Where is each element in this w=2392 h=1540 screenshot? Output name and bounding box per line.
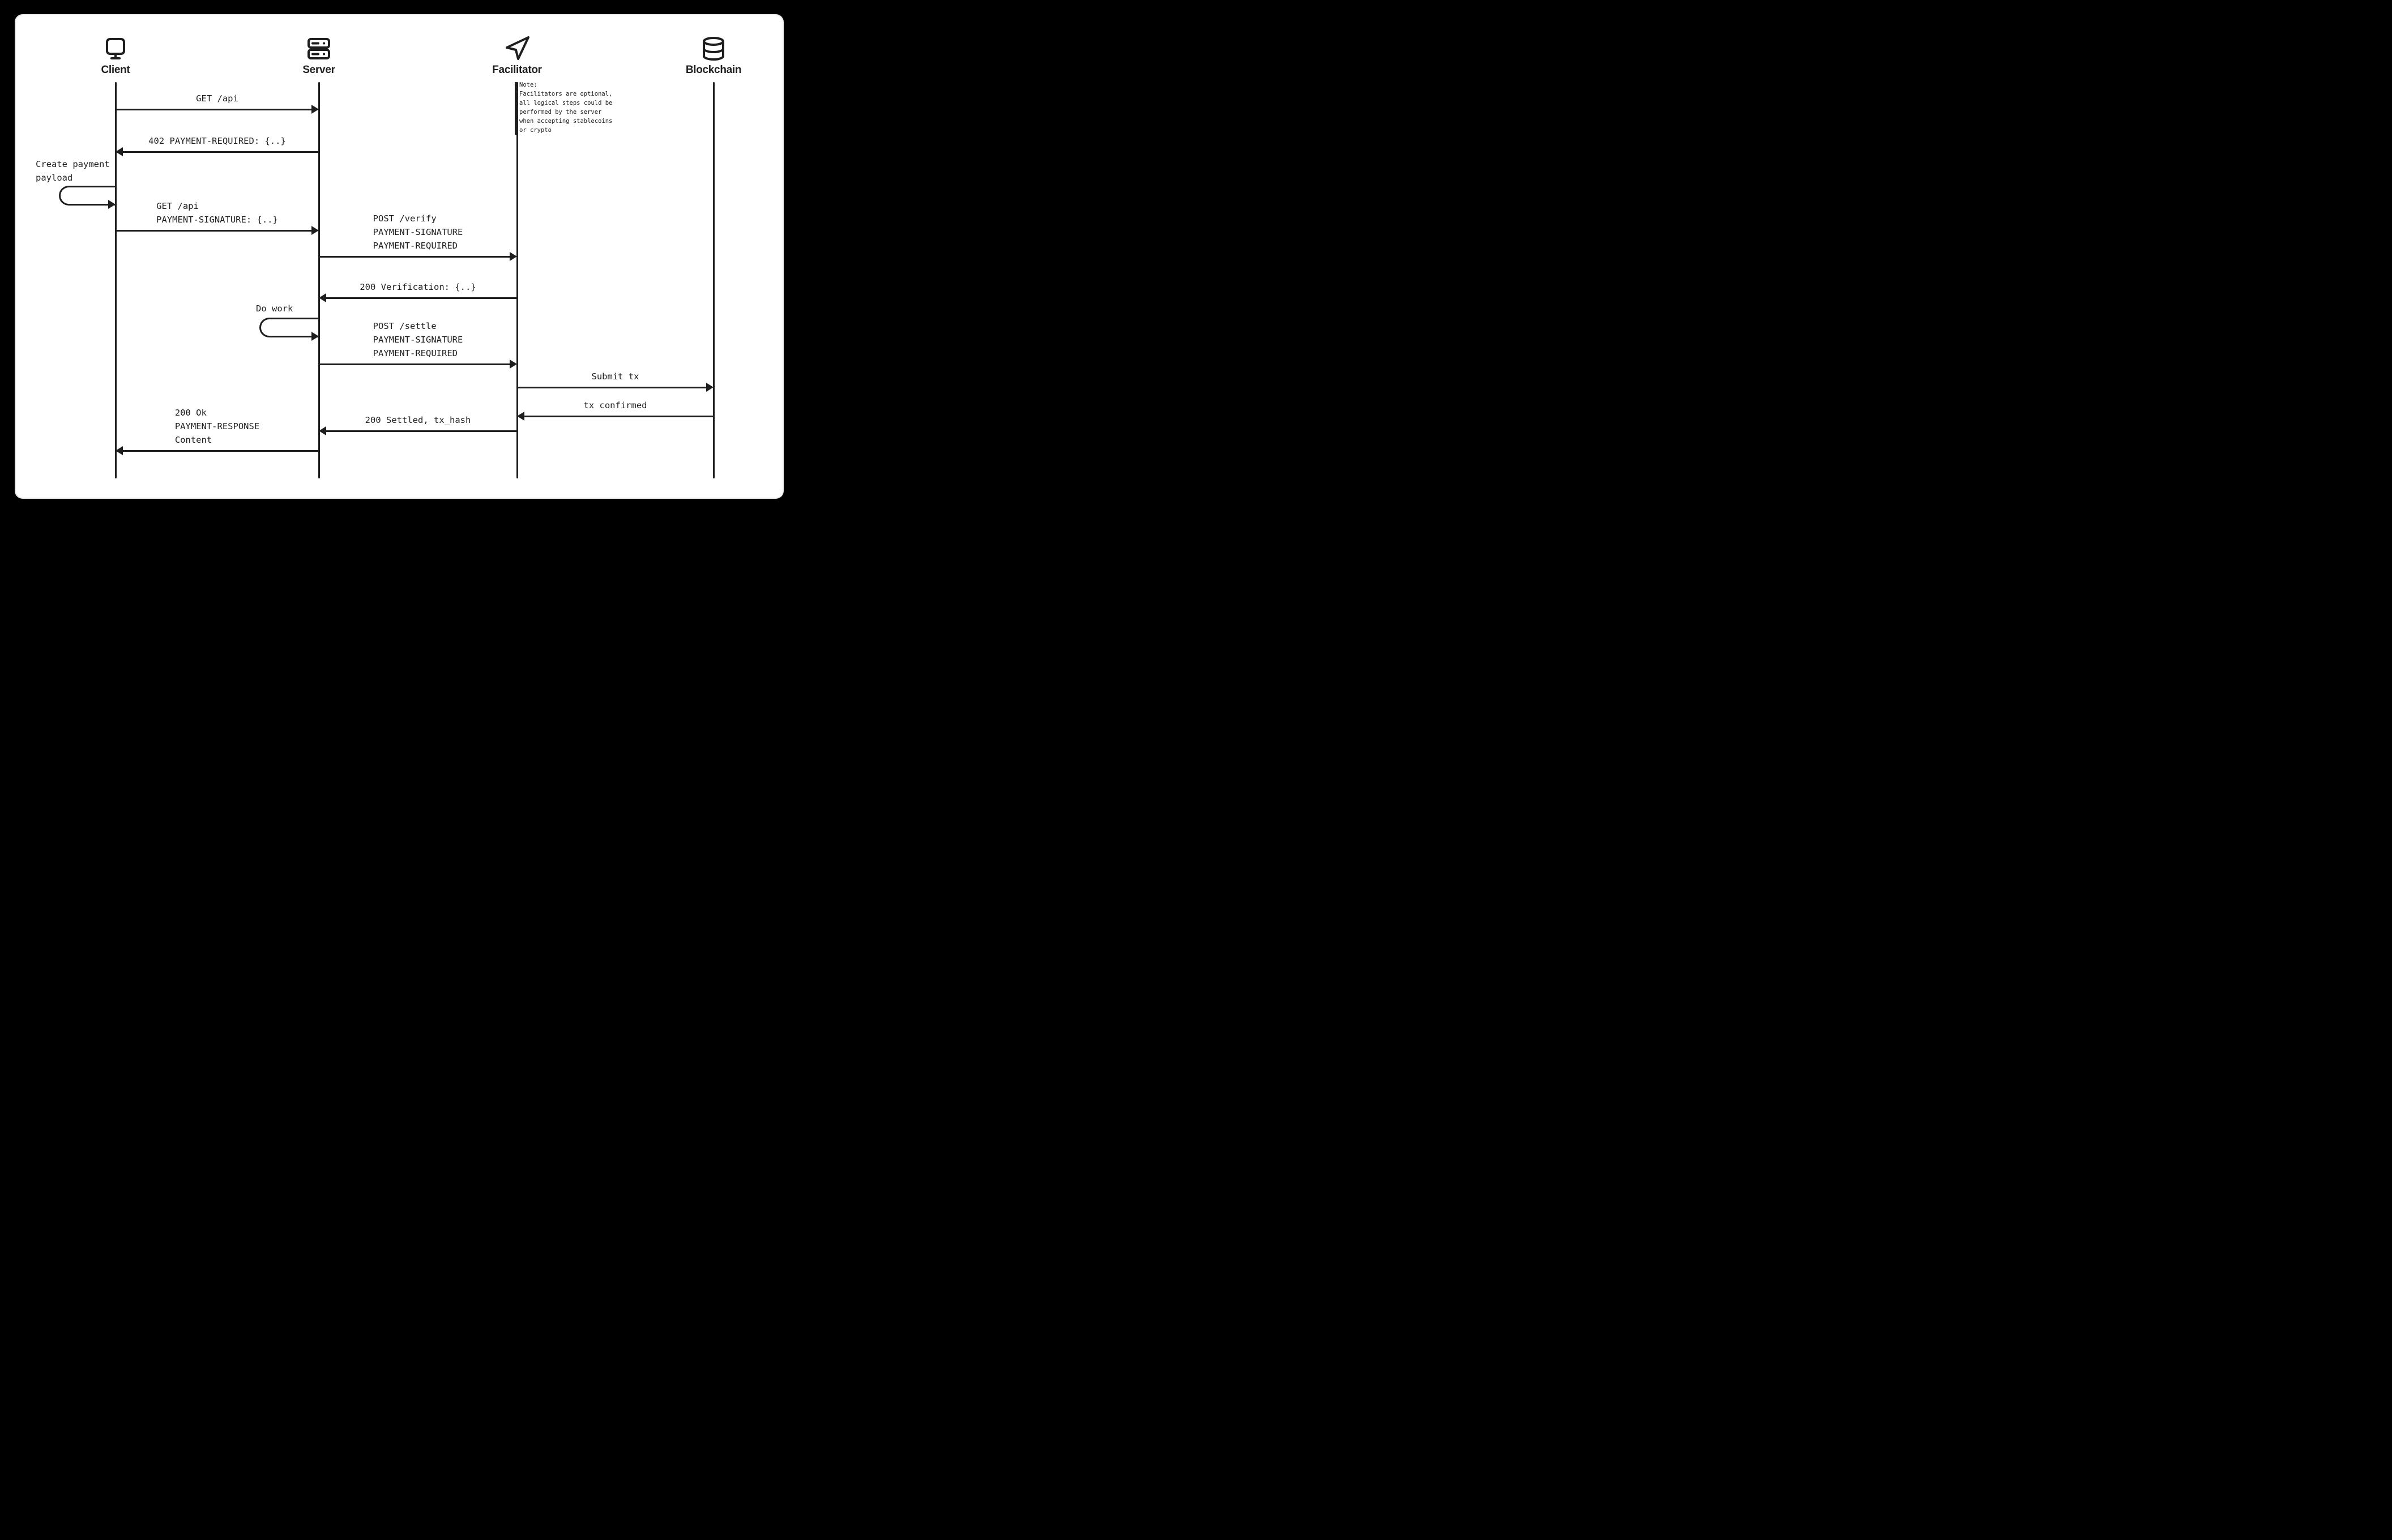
message-arrow-402-payment-required bbox=[122, 151, 319, 153]
message-label-get-api: GET /api bbox=[196, 93, 238, 104]
message-label-200-settled: 200 Settled, tx_hash bbox=[365, 415, 471, 425]
message-label-200-verification: 200 Verification: {..} bbox=[360, 282, 476, 292]
message-label-tx-confirmed: tx confirmed bbox=[583, 400, 647, 410]
note-bar bbox=[515, 82, 517, 135]
server-stack-icon bbox=[305, 35, 332, 62]
actor-label-client: Client bbox=[101, 64, 130, 76]
arrowhead-200-settled bbox=[319, 426, 326, 435]
arrowhead-402-payment-required bbox=[116, 147, 123, 156]
arrowhead-get-api bbox=[311, 105, 319, 114]
arrowhead-get-api-signed bbox=[311, 226, 319, 235]
message-label-get-api-signed: GET /api PAYMENT-SIGNATURE: {..} bbox=[156, 201, 278, 225]
self-loop-label-create-payment-payload: Create payment payload bbox=[36, 159, 110, 183]
message-arrow-post-settle bbox=[319, 363, 511, 365]
message-label-200-ok: 200 Ok PAYMENT-RESPONSE Content bbox=[174, 408, 260, 445]
self-loop-label-do-work: Do work bbox=[256, 303, 293, 314]
message-arrow-200-verification bbox=[325, 297, 517, 299]
self-loop-do-work bbox=[259, 317, 319, 337]
note-text: Note: Facilitators are optional, all log… bbox=[519, 82, 613, 134]
self-loop-arrowhead-create-payment-payload bbox=[108, 200, 116, 209]
client-lifeline bbox=[114, 82, 117, 478]
arrowhead-200-ok bbox=[116, 446, 123, 455]
actor-label-server: Server bbox=[302, 64, 335, 76]
paper-plane-icon bbox=[503, 35, 531, 62]
facilitator-lifeline bbox=[516, 82, 518, 478]
server-lifeline bbox=[318, 82, 320, 478]
self-loop-create-payment-payload bbox=[59, 185, 116, 206]
arrowhead-submit-tx bbox=[706, 383, 714, 392]
message-arrow-get-api-signed bbox=[116, 229, 313, 232]
monitor-icon bbox=[102, 35, 129, 62]
message-arrow-post-verify bbox=[319, 255, 511, 258]
message-label-post-verify: POST /verify PAYMENT-SIGNATURE PAYMENT-R… bbox=[373, 213, 463, 251]
database-icon bbox=[700, 35, 727, 62]
actor-label-facilitator: Facilitator bbox=[492, 64, 542, 76]
blockchain-lifeline bbox=[712, 82, 715, 478]
message-label-402-payment-required: 402 PAYMENT-REQUIRED: {..} bbox=[148, 136, 286, 146]
message-arrow-200-ok bbox=[122, 450, 319, 452]
arrowhead-post-settle bbox=[510, 360, 517, 369]
message-arrow-200-settled bbox=[325, 430, 517, 432]
message-arrow-tx-confirmed bbox=[523, 415, 714, 417]
arrowhead-post-verify bbox=[510, 252, 517, 261]
self-loop-arrowhead-do-work bbox=[311, 332, 319, 341]
arrowhead-tx-confirmed bbox=[517, 412, 524, 421]
message-label-submit-tx: Submit tx bbox=[591, 371, 639, 382]
message-arrow-get-api bbox=[116, 108, 313, 110]
message-label-post-settle: POST /settle PAYMENT-SIGNATURE PAYMENT-R… bbox=[373, 321, 463, 358]
arrowhead-200-verification bbox=[319, 293, 326, 302]
message-arrow-submit-tx bbox=[517, 386, 707, 388]
actor-label-blockchain: Blockchain bbox=[685, 64, 742, 76]
